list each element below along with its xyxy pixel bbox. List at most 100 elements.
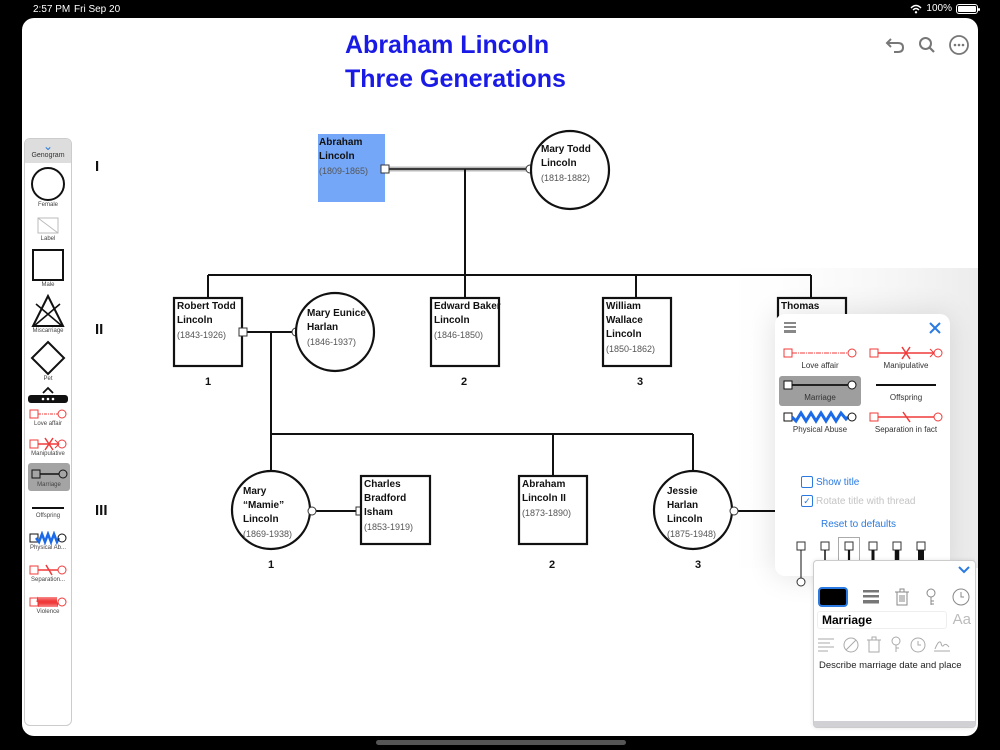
menu-lines-icon[interactable] [784, 322, 798, 334]
tool-label: Pet [43, 376, 53, 382]
palette-title: Genogram [31, 152, 65, 159]
search-icon[interactable] [916, 34, 938, 56]
genogram-canvas[interactable]: Abraham Lincoln Three Generations I II I… [22, 18, 978, 736]
tool-violence[interactable]: Violence [25, 583, 71, 615]
tool-female[interactable]: Female [25, 163, 71, 208]
offspring-icon [876, 384, 936, 386]
person-abraham-ii[interactable]: Abraham Lincoln II (1873-1890) [522, 478, 571, 520]
palette-expand[interactable] [25, 382, 71, 404]
person-years: (1809-1865) [319, 166, 369, 176]
relation-manipulative[interactable]: Manipulative [865, 344, 947, 374]
person-name: Isham [364, 507, 393, 518]
palette-header[interactable]: ⌄ Genogram [25, 139, 71, 163]
no-entry-icon[interactable] [843, 637, 859, 653]
tool-miscarriage[interactable]: Miscarriage [25, 288, 71, 334]
abraham-selection[interactable] [318, 134, 385, 202]
relation-physical-abuse[interactable]: Physical Abuse [779, 408, 861, 438]
trash-icon[interactable] [866, 636, 882, 653]
clock-icon[interactable] [952, 588, 970, 606]
tool-male[interactable]: Male [25, 242, 71, 288]
font-button[interactable]: Aa [952, 611, 971, 628]
edward-square[interactable] [429, 296, 501, 368]
person-abraham[interactable]: Abraham Lincoln (1809-1865) [319, 136, 368, 178]
tool-physical-abuse[interactable]: Physical Ab... [25, 519, 71, 551]
status-date: Fri Sep 20 [74, 4, 121, 15]
more-icon[interactable] [948, 34, 970, 56]
person-robert[interactable]: Robert Todd Lincoln (1843-1926) [177, 300, 236, 342]
title-line-1: Abraham Lincoln [345, 31, 550, 59]
offspring-icon [32, 507, 64, 509]
person-name: Lincoln [541, 158, 577, 169]
tool-label-item[interactable]: Label [25, 208, 71, 242]
person-years: (1875-1948) [667, 529, 717, 539]
miscarriage-icon [31, 294, 65, 327]
relation-offspring[interactable]: Offspring [865, 376, 947, 406]
tool-offspring[interactable]: Offspring [25, 491, 71, 519]
tool-marriage[interactable]: Marriage [28, 463, 70, 491]
william-square[interactable] [601, 296, 673, 368]
person-edward[interactable]: Edward Baker Lincoln (1846-1850) [434, 300, 501, 342]
relation-popover: Love affair Manipulative Marriage Offspr… [775, 314, 950, 591]
person-name: Lincoln [319, 151, 355, 162]
battery-icon [956, 3, 980, 14]
relation-marriage[interactable]: Marriage [779, 376, 861, 406]
person-thomas[interactable]: Thomas [781, 300, 819, 314]
charles-square[interactable] [359, 474, 432, 546]
line-width-option-1[interactable] [793, 540, 809, 588]
trash-icon[interactable] [894, 588, 910, 606]
tool-manipulative[interactable]: Manipulative [25, 427, 71, 457]
person-mary-todd[interactable]: Mary Todd Lincoln (1818-1882) [541, 143, 591, 185]
relation-name-field[interactable]: Marriage [817, 611, 947, 629]
person-jessie[interactable]: Jessie Harlan Lincoln (1875-1948) [667, 485, 716, 541]
person-charles[interactable]: Charles Bradford Isham (1853-1919) [364, 478, 413, 534]
undo-icon[interactable] [884, 34, 906, 56]
checkmark-icon[interactable]: ✓ [801, 495, 813, 507]
person-mary-eunice[interactable]: Mary Eunice Harlan (1846-1937) [307, 307, 366, 349]
clock-icon[interactable] [910, 637, 926, 653]
abraham2-square[interactable] [517, 474, 589, 546]
relation-separation[interactable]: Separation in fact [865, 408, 947, 438]
text-align-icon[interactable] [818, 638, 836, 652]
birth-order: 1 [268, 559, 275, 571]
checkbox-unchecked[interactable] [801, 476, 813, 488]
tool-pet[interactable]: Pet [25, 334, 71, 382]
person-william[interactable]: William Wallace Lincoln (1850-1862) [606, 300, 655, 356]
relation-description[interactable]: Describe marriage date and place [819, 660, 962, 671]
relation-love-affair[interactable]: Love affair [779, 344, 861, 374]
person-years: (1843-1926) [177, 330, 227, 340]
home-indicator[interactable] [376, 740, 626, 745]
person-name: Robert Todd [177, 301, 236, 312]
tool-label: Marriage [37, 482, 61, 488]
line-style-icon[interactable] [862, 589, 880, 605]
status-time: 2:57 PM [33, 4, 71, 15]
inspector-toolbar [818, 587, 970, 607]
relation-label: Love affair [801, 361, 839, 370]
mary-todd-circle[interactable] [529, 129, 611, 211]
key-icon[interactable] [924, 588, 938, 606]
robert-square[interactable] [172, 296, 244, 368]
tool-love-affair[interactable]: Love affair [25, 404, 71, 427]
chevron-down-icon[interactable]: ⌄ [42, 139, 54, 153]
marriage-handle [238, 327, 248, 337]
close-icon[interactable] [928, 321, 942, 335]
tool-label: Violence [36, 609, 60, 615]
reset-defaults-button[interactable]: Reset to defaults [821, 519, 897, 530]
tool-label: Manipulative [31, 451, 65, 457]
color-swatch[interactable] [818, 587, 848, 607]
person-name: Thomas [781, 301, 820, 312]
rotate-title-checkbox[interactable]: ✓ Rotate title with thread [801, 495, 916, 507]
mary-eunice-circle[interactable] [294, 291, 376, 373]
diagram-title[interactable]: Abraham Lincoln Three Generations [345, 28, 566, 96]
person-name: Mary Eunice [307, 308, 366, 319]
person-years: (1818-1882) [541, 173, 591, 183]
key-icon[interactable] [889, 636, 903, 653]
signature-icon[interactable] [933, 637, 951, 653]
physical-abuse-icon [783, 410, 857, 424]
show-title-checkbox[interactable]: Show title [801, 476, 859, 488]
person-name: Harlan [307, 322, 339, 333]
tool-separation[interactable]: Separation... [25, 551, 71, 583]
chevron-down-icon[interactable] [957, 565, 971, 575]
marriage-handle-left[interactable] [380, 164, 390, 174]
tool-label: Offspring [35, 513, 61, 519]
person-mamie[interactable]: Mary “Mamie” Lincoln (1869-1938) [243, 485, 292, 541]
